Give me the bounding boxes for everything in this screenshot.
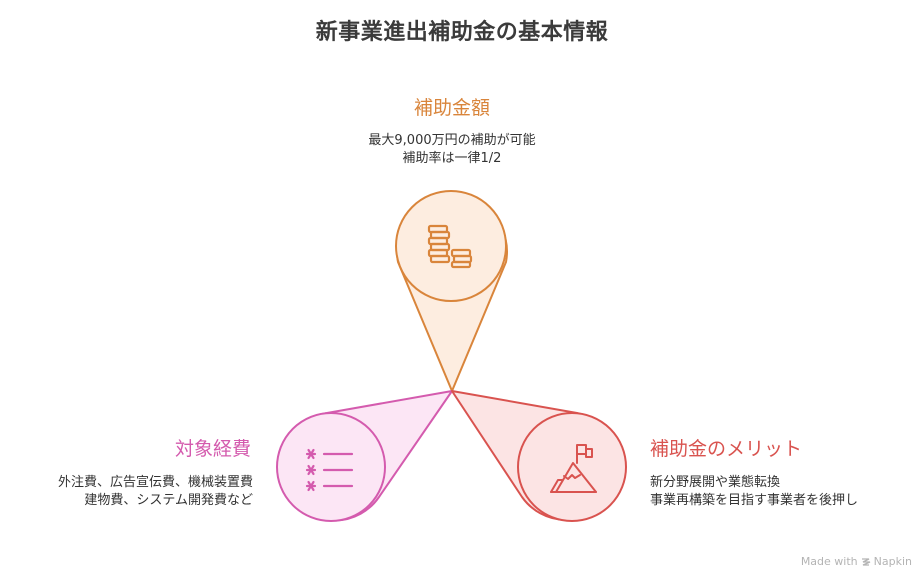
- merit-line-1: 新分野展開や業態転換: [650, 475, 781, 490]
- amount-line-2: 補助率は一律1/2: [402, 151, 502, 166]
- coin-stacks-icon: [427, 224, 473, 269]
- amount-heading: 補助金額: [413, 97, 490, 119]
- checklist-icon: [305, 448, 354, 492]
- expenses-heading: 対象経費: [174, 438, 251, 460]
- amount-line-1: 最大9,000万円の補助が可能: [368, 133, 536, 148]
- merit-pin: [451, 390, 627, 522]
- merit-line-2: 事業再構築を目指す事業者を後押し: [650, 493, 859, 508]
- footer-brand: Napkin: [873, 555, 912, 568]
- amount-description: 最大9,000万円の補助が可能 補助率は一律1/2: [302, 132, 602, 168]
- amount-pin: [395, 190, 508, 392]
- expenses-line-2: 建物費、システム開発費など: [84, 493, 253, 508]
- footer-label: Made with: [800, 555, 858, 568]
- mountain-flag-icon: [550, 444, 597, 493]
- expenses-line-1: 外注費、広告宣伝費、機械装置費: [57, 475, 253, 490]
- merit-heading: 補助金のメリット: [650, 438, 803, 460]
- expenses-pin: [276, 390, 453, 522]
- page-title: 新事業進出補助金の基本情報: [315, 20, 609, 45]
- expenses-description: 外注費、広告宣伝費、機械装置費 建物費、システム開発費など: [0, 474, 253, 510]
- made-with-napkin-badge[interactable]: Made with Napkin: [801, 555, 912, 568]
- napkin-logo-icon: [861, 557, 870, 566]
- merit-description: 新分野展開や業態転換 事業再構築を目指す事業者を後押し: [650, 474, 920, 510]
